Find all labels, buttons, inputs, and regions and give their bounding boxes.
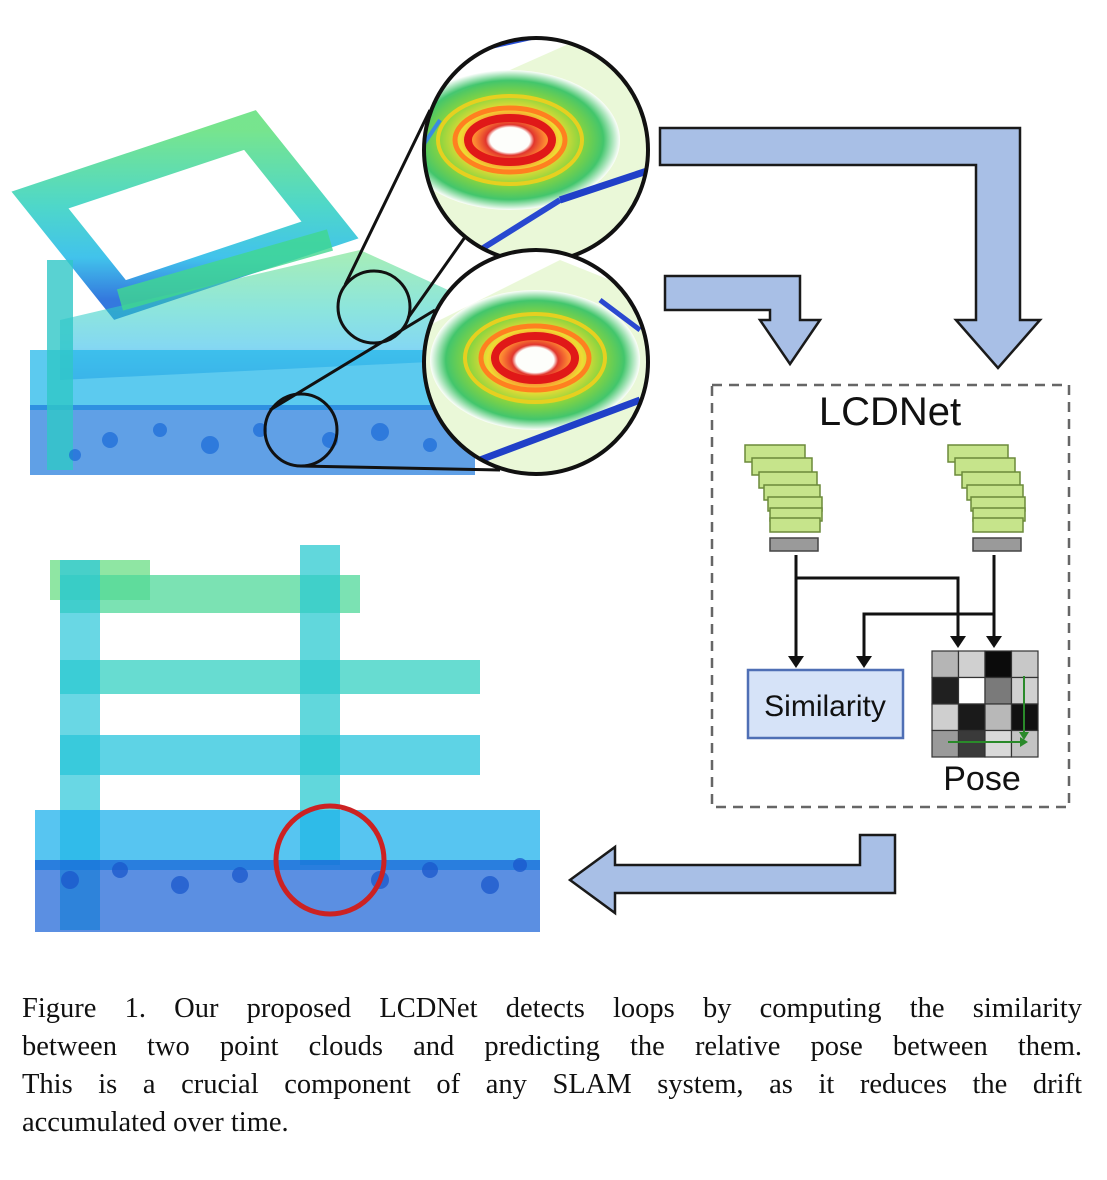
pose-matrix-cell <box>931 650 960 679</box>
pose-matrix-cell <box>984 703 1013 732</box>
zoom-marker-top <box>336 269 412 345</box>
similarity-label: Similarity <box>764 690 886 723</box>
pose-matrix-cell <box>984 729 1013 758</box>
lcdnet-network-box: LCDNet <box>710 383 1071 809</box>
pose-matrix-cell <box>957 650 986 679</box>
pose-matrix-cell <box>1010 650 1039 679</box>
zoom-scan-bottom <box>422 248 650 476</box>
figure-caption: Figure 1. Our proposed LCDNet detects lo… <box>22 990 1082 1142</box>
feature-connections <box>794 555 996 660</box>
pose-matrix-cell <box>957 676 986 705</box>
caption-line-3: This is a crucial component of any SLAM … <box>22 1069 1082 1100</box>
arrow-candidate-to-network <box>663 274 823 367</box>
caption-line-4: accumulated over time. <box>22 1107 289 1138</box>
encoder-right <box>947 444 1026 552</box>
pose-matrix-cell <box>984 650 1013 679</box>
caption-line-2: between two point clouds and predicting … <box>22 1031 1082 1062</box>
map-before-loop-closure <box>11 109 501 480</box>
pose-label: Pose <box>943 760 1021 798</box>
loop-closure-circle <box>273 803 387 917</box>
similarity-box <box>746 668 905 740</box>
pose-matrix-cell <box>957 729 986 758</box>
pose-matrix-cell <box>931 703 960 732</box>
network-title: LCDNet <box>819 390 961 434</box>
map-after-loop-closure <box>30 540 540 935</box>
encoder-left <box>744 444 823 552</box>
arrow-query-to-network <box>658 126 1043 370</box>
pose-matrix-cell <box>931 729 960 758</box>
pose-matrix-cell <box>957 703 986 732</box>
arrow-network-to-map <box>567 833 897 916</box>
pose-matrix-cell <box>984 676 1013 705</box>
caption-line-1: Figure 1. Our proposed LCDNet detects lo… <box>22 993 1082 1024</box>
pose-matrix-cell <box>931 676 960 705</box>
figure-1-diagram: LCDNet <box>11 36 1071 935</box>
